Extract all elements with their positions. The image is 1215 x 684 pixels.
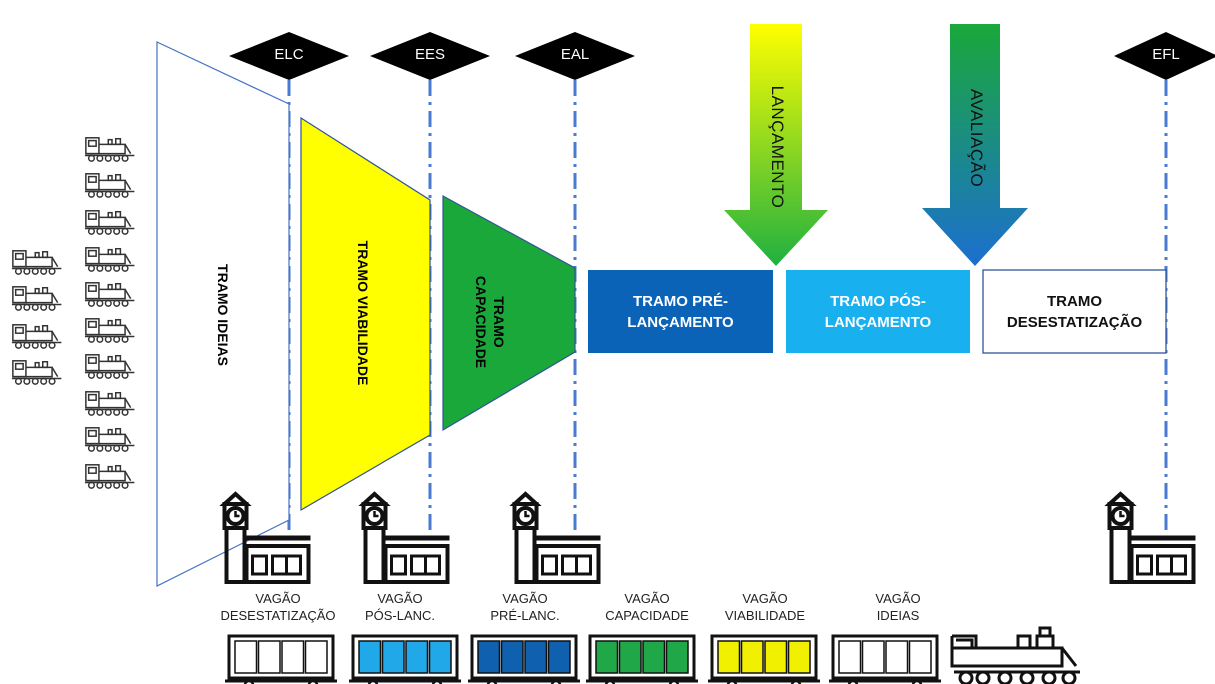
efl-diamond bbox=[1114, 32, 1215, 80]
locomotive-queue-left bbox=[11, 250, 63, 385]
lancamento-label: LANÇAMENTO bbox=[768, 85, 787, 209]
milestone-eal-label: EAL bbox=[560, 46, 590, 63]
locomotive-icon bbox=[11, 286, 63, 311]
stage-viabilidade-label: TRAMO VIABILIDADE bbox=[355, 240, 371, 386]
locomotive-icon bbox=[84, 354, 136, 379]
wagon-icon bbox=[349, 634, 461, 684]
station-clock-icon bbox=[1110, 494, 1196, 582]
stage-pos-line1: TRAMO PÓS- bbox=[830, 292, 926, 310]
locomotive-icon bbox=[84, 137, 136, 162]
wagon-icon bbox=[225, 634, 337, 684]
stage-pre-line2: LANÇAMENTO bbox=[627, 313, 734, 331]
stage-viabilidade-shape bbox=[300, 116, 431, 512]
ees-diamond bbox=[370, 32, 490, 80]
locomotive-queue-right bbox=[84, 137, 136, 489]
wagon-icon bbox=[468, 634, 580, 684]
stage-capacidade-label: TRAMO CAPACIDADE bbox=[468, 272, 508, 372]
wagon-icon bbox=[586, 634, 698, 684]
wagon-train bbox=[225, 634, 941, 684]
stage-ideias-shape bbox=[156, 41, 290, 587]
wagon-icon bbox=[829, 634, 941, 684]
stage-des-line2: DESESTATIZAÇÃO bbox=[1006, 313, 1143, 331]
locomotive-icon bbox=[84, 247, 136, 272]
stage-des-line1: TRAMO bbox=[1047, 292, 1102, 310]
locomotive-engine-icon bbox=[950, 626, 1082, 684]
locomotive-icon bbox=[84, 464, 136, 489]
station-clock-icon bbox=[515, 494, 601, 582]
locomotive-icon bbox=[84, 210, 136, 235]
stage-capacidade-line2: CAPACIDADE bbox=[473, 275, 489, 369]
avaliacao-arrow bbox=[922, 24, 1028, 266]
lancamento-arrow bbox=[724, 24, 828, 266]
station-clock-icon bbox=[364, 494, 450, 582]
stage-des-label: TRAMO DESESTATIZAÇÃO bbox=[983, 270, 1166, 353]
wagon-icon bbox=[708, 634, 820, 684]
locomotive-icon bbox=[84, 391, 136, 416]
stage-capacidade-line1: TRAMO bbox=[491, 296, 507, 348]
stage-pos-line2: LANÇAMENTO bbox=[824, 313, 932, 331]
stage-pre-shape bbox=[588, 270, 773, 353]
milestone-diamonds bbox=[229, 32, 1215, 80]
locomotive-icon bbox=[11, 324, 63, 349]
eal-diamond bbox=[515, 32, 635, 80]
stage-ideias-label: TRAMO IDEIAS bbox=[215, 264, 231, 366]
locomotive-icon bbox=[11, 360, 63, 385]
milestone-ees-label: EES bbox=[414, 46, 445, 63]
elc-diamond bbox=[229, 32, 349, 80]
avaliacao-label: AVALIAÇÃO bbox=[967, 88, 986, 188]
stage-pos-shape bbox=[786, 270, 970, 353]
milestone-efl-label: EFL bbox=[1152, 46, 1180, 63]
locomotive-icon bbox=[84, 318, 136, 343]
locomotive-icon bbox=[84, 427, 136, 452]
stage-pre-label: TRAMO PRÉ- LANÇAMENTO bbox=[588, 270, 773, 353]
locomotive-icon bbox=[84, 282, 136, 307]
stage-des-shape bbox=[982, 269, 1167, 354]
stage-pre-line1: TRAMO PRÉ- bbox=[632, 292, 728, 310]
locomotive-icon bbox=[84, 173, 136, 198]
stage-capacidade-shape bbox=[442, 194, 576, 432]
stage-pos-label: TRAMO PÓS- LANÇAMENTO bbox=[786, 270, 970, 353]
milestone-elc-label: ELC bbox=[274, 46, 304, 63]
locomotive-icon bbox=[11, 250, 63, 275]
